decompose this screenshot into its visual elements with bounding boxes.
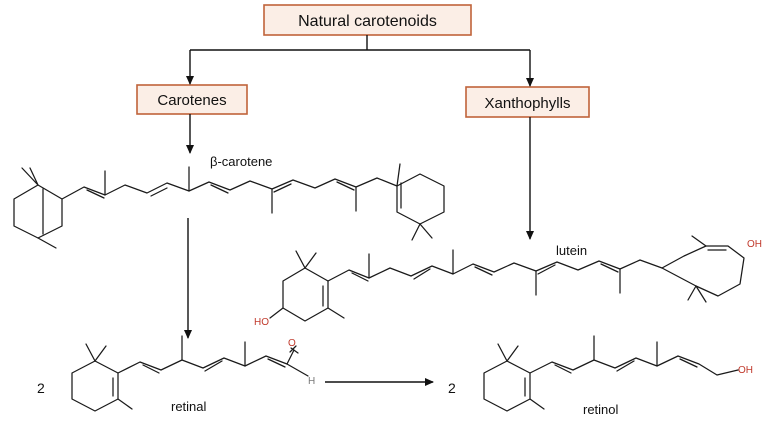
xanthophylls-box: Xanthophylls <box>465 86 590 118</box>
retinal-structure <box>71 335 309 412</box>
retinal-aldehyde-oxygen: O <box>288 338 296 349</box>
retinol-structure <box>483 335 739 412</box>
root-box: Natural carotenoids <box>263 4 472 36</box>
retinol-coefficient: 2 <box>448 380 456 396</box>
root-box-label: Natural carotenoids <box>298 13 437 30</box>
lutein-label: lutein <box>556 243 587 258</box>
lutein-structure <box>269 235 745 322</box>
xanthophylls-box-label: Xanthophylls <box>485 95 571 112</box>
retinol-label: retinol <box>583 402 619 417</box>
beta-carotene-structure <box>13 163 445 249</box>
lutein-hydroxyl-right: OH <box>747 239 762 250</box>
carotenes-box-label: Carotenes <box>157 92 226 109</box>
lutein-hydroxyl-left: HO <box>254 317 269 328</box>
retinal-coefficient: 2 <box>37 380 45 396</box>
hierarchy-connectors <box>186 35 534 87</box>
retinol-hydroxyl: OH <box>738 365 753 376</box>
beta-carotene-label: β-carotene <box>210 154 272 169</box>
carotenes-box: Carotenes <box>136 84 248 115</box>
retinal-aldehyde-hydrogen: H <box>308 376 315 387</box>
retinal-label: retinal <box>171 399 207 414</box>
